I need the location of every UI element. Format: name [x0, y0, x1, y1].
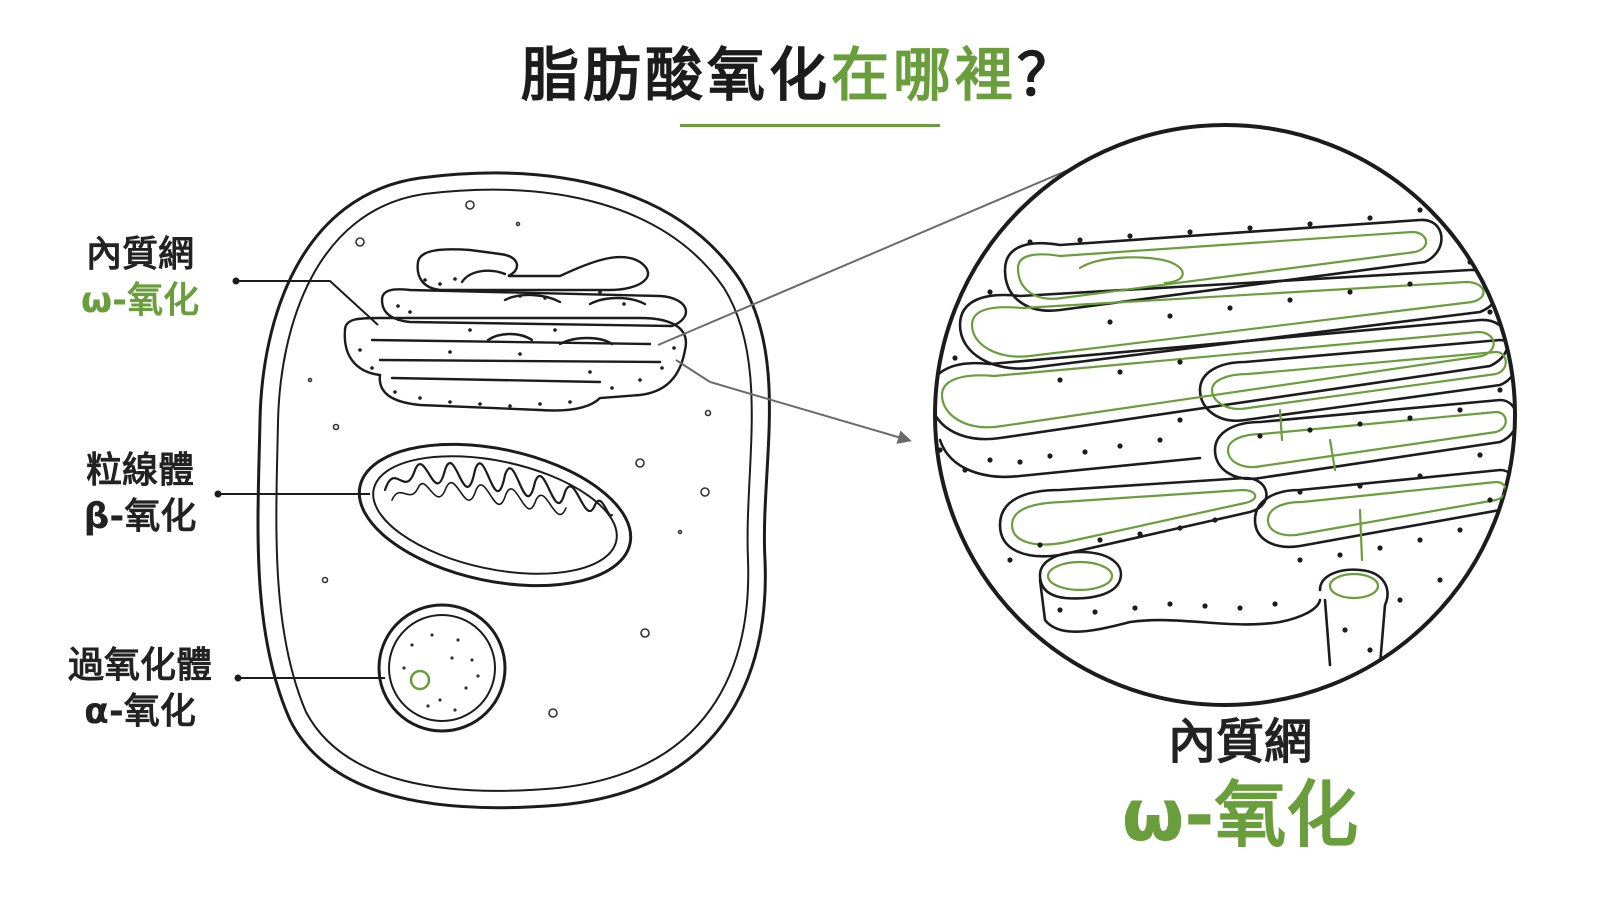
label-er-oxidation: ω-氧化: [80, 280, 200, 321]
label-mitochondria-oxidation: β-氧化: [83, 496, 197, 537]
label-zoom-oxidation: ω-氧化: [1121, 773, 1359, 857]
peroxisome-granules: [402, 633, 480, 712]
cytoplasm-particles: [307, 200, 712, 718]
title-underline: [680, 124, 940, 127]
er-zoom: [933, 123, 1517, 707]
cell-membrane-inner: [275, 188, 753, 792]
er-small: [343, 248, 688, 412]
er-zoom-ribosomes: [937, 207, 1503, 653]
title-question-mark: ？: [1017, 41, 1080, 109]
label-mitochondria: 粒線體 β-氧化: [55, 448, 225, 540]
cell-membrane-outer: [256, 171, 771, 810]
peroxisome: [377, 603, 507, 733]
label-peroxisome-oxidation: α-氧化: [84, 691, 196, 732]
label-leaders: [218, 280, 385, 679]
leader-endpoints: [214, 277, 242, 682]
label-peroxisome-name: 過氧化體: [67, 645, 212, 686]
mitochondrion: [357, 442, 633, 588]
page-title: 脂肪酸氧化在哪裡？: [0, 28, 1600, 112]
title-main: 脂肪酸氧化: [520, 41, 831, 109]
label-peroxisome: 過氧化體 α-氧化: [45, 643, 235, 735]
leader-er: [236, 280, 379, 326]
label-er: 內質網 ω-氧化: [55, 232, 225, 324]
label-er-name: 內質網: [85, 234, 194, 275]
label-mitochondria-name: 粒線體: [85, 450, 194, 491]
er-small-ribosomes: [358, 277, 676, 408]
label-zoom: 內質網 ω-氧化: [1100, 712, 1380, 858]
zoom-connector: [657, 164, 1081, 444]
label-zoom-name: 內質網: [1167, 714, 1312, 770]
title-highlight: 在哪裡: [830, 41, 1017, 109]
